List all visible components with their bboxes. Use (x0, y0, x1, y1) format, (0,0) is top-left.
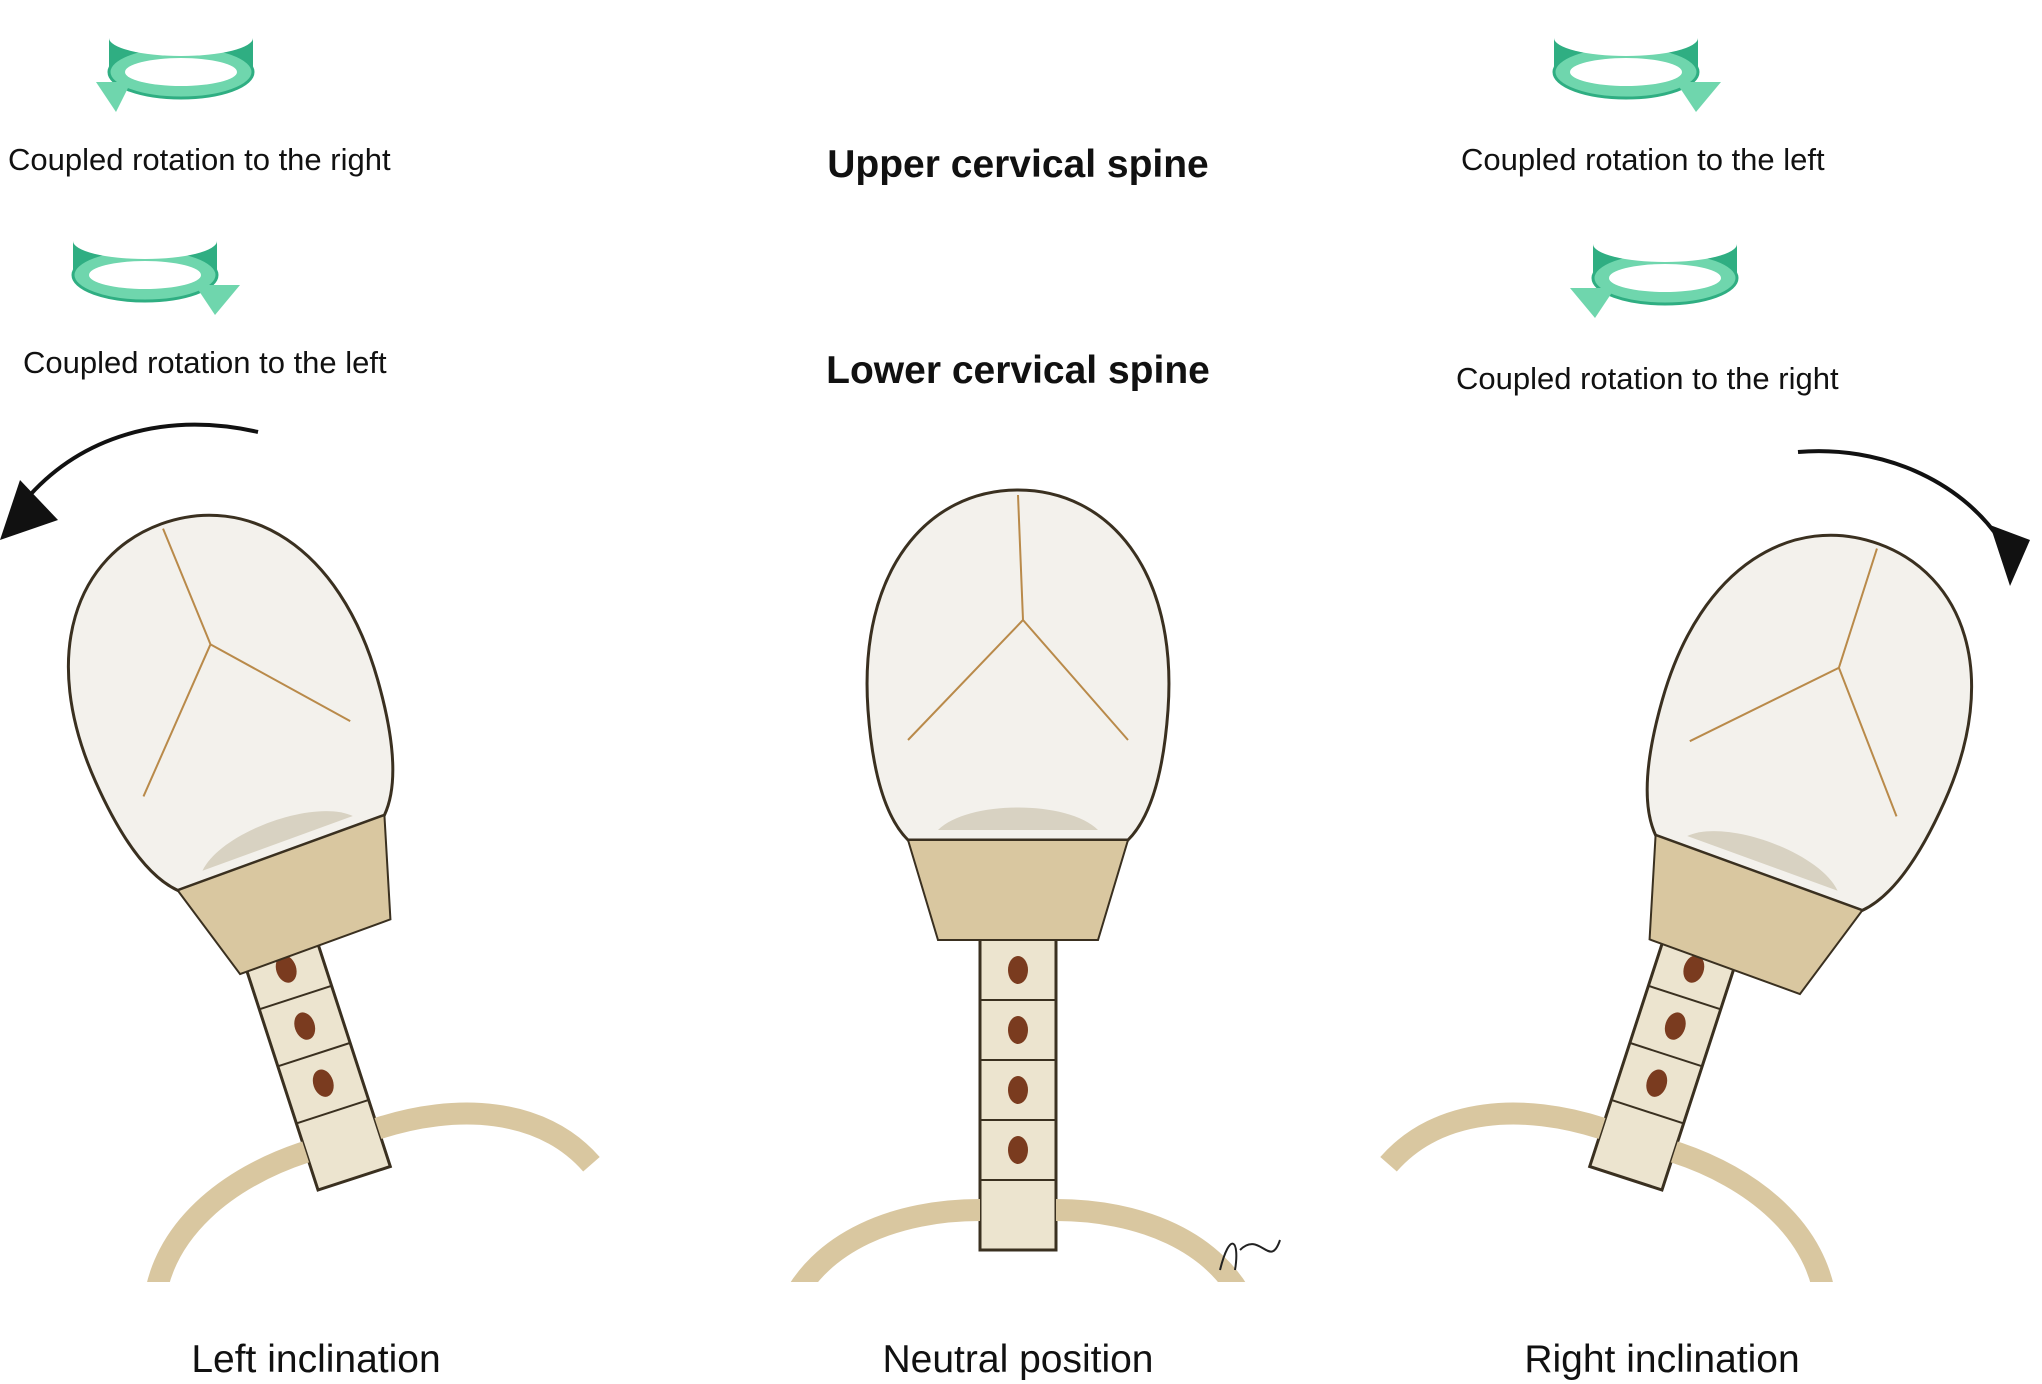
inclination-arrow-icon-left (0, 422, 259, 540)
rotation-arrow-icon-left-lower (71, 221, 240, 315)
artist-signature (1219, 1239, 1281, 1271)
left-upper-rotation-label: Coupled rotation to the right (8, 142, 391, 177)
rotation-arrow-icon-right-lower (1570, 224, 1739, 318)
caption-right-inclination: Right inclination (1524, 1338, 1800, 1381)
upper-cervical-heading: Upper cervical spine (827, 143, 1209, 186)
inclination-arrow-icon-right (1797, 449, 2030, 586)
left-lower-rotation-label: Coupled rotation to the left (23, 345, 387, 380)
rotation-arrow-icon-left-upper (96, 18, 255, 112)
caption-left-inclination: Left inclination (191, 1338, 441, 1381)
skeleton-neutral (788, 880, 1248, 1310)
rotation-arrow-icon-right-upper (1552, 18, 1721, 112)
lower-cervical-heading: Lower cervical spine (826, 349, 1210, 392)
caption-neutral-position: Neutral position (882, 1338, 1154, 1381)
right-upper-rotation-label: Coupled rotation to the left (1461, 142, 1825, 177)
right-lower-rotation-label: Coupled rotation to the right (1456, 361, 1839, 396)
